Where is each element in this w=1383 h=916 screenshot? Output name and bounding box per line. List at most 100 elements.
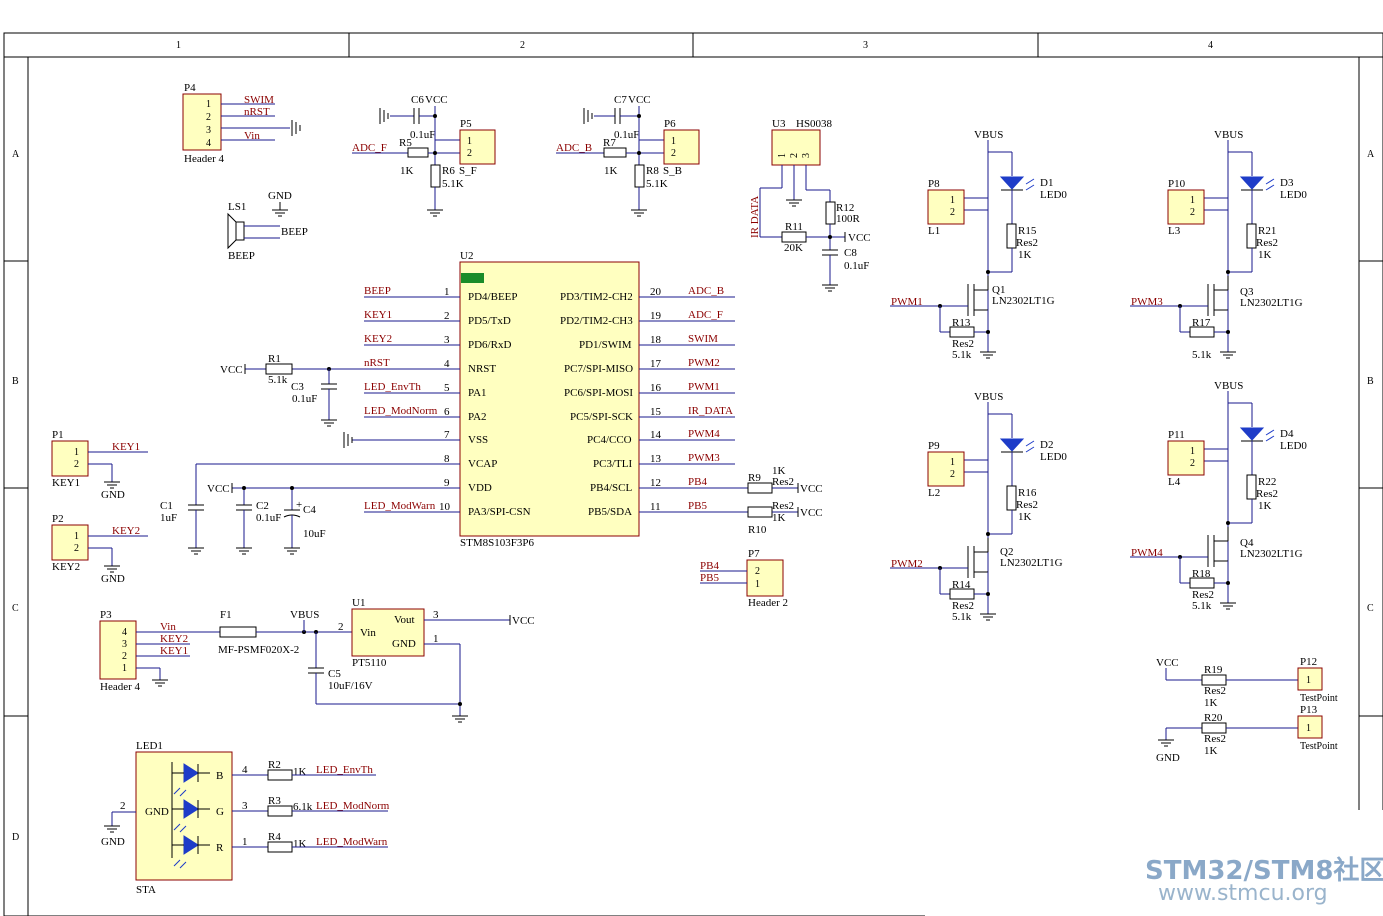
svg-text:2: 2: [74, 543, 79, 554]
test-points: VCC R19 Res2 1K P12 1 TestPoint GND R20 …: [1156, 656, 1338, 764]
svg-text:5.1k: 5.1k: [1192, 600, 1212, 612]
adc-b-input: C7 VCC 0.1uF ADC_B R7 1K R8 5.1K P6 1 2 …: [556, 94, 700, 217]
svg-text:Header 4: Header 4: [184, 153, 225, 165]
svg-text:KEY2: KEY2: [160, 633, 188, 645]
svg-text:4: 4: [206, 138, 211, 149]
svg-text:PB4: PB4: [688, 476, 707, 488]
svg-text:12: 12: [650, 477, 661, 489]
svg-text:D4: D4: [1280, 428, 1294, 440]
svg-text:KEY1: KEY1: [160, 645, 188, 657]
svg-text:LED_ModNorm: LED_ModNorm: [316, 800, 390, 812]
svg-text:Header 4: Header 4: [100, 681, 141, 693]
svg-text:Res2: Res2: [1192, 589, 1214, 601]
svg-text:KEY2: KEY2: [364, 333, 392, 345]
svg-text:PD3/TIM2-CH2: PD3/TIM2-CH2: [560, 291, 633, 303]
svg-text:PB4: PB4: [700, 560, 719, 572]
svg-text:8: 8: [444, 453, 450, 465]
svg-text:D3: D3: [1280, 177, 1294, 189]
svg-text:2: 2: [671, 148, 676, 159]
svg-text:PB5/SDA: PB5/SDA: [588, 506, 632, 518]
svg-text:GND: GND: [101, 836, 125, 848]
svg-text:BEEP: BEEP: [281, 226, 308, 238]
svg-text:6.1k: 6.1k: [293, 801, 313, 813]
svg-text:R9: R9: [748, 472, 761, 484]
svg-text:GND: GND: [268, 190, 292, 202]
svg-text:C4: C4: [303, 504, 316, 516]
svg-text:Res2: Res2: [1256, 488, 1278, 500]
svg-text:20K: 20K: [784, 242, 803, 254]
svg-text:Res2: Res2: [952, 338, 974, 350]
svg-text:R17: R17: [1192, 317, 1211, 329]
svg-text:2: 2: [755, 566, 760, 577]
svg-text:BEEP: BEEP: [364, 285, 391, 297]
svg-text:C3: C3: [291, 381, 304, 393]
svg-text:P7: P7: [748, 548, 760, 560]
svg-text:1: 1: [242, 836, 248, 848]
svg-text:LS1: LS1: [228, 201, 246, 213]
svg-text:VBUS: VBUS: [1214, 129, 1243, 141]
svg-text:PWM1: PWM1: [891, 296, 923, 308]
svg-text:0.1uF: 0.1uF: [292, 393, 317, 405]
svg-text:2: 2: [1190, 207, 1195, 218]
svg-text:TestPoint: TestPoint: [1300, 693, 1338, 704]
svg-text:nRST: nRST: [244, 106, 270, 118]
led1-rgb: LED1 STA GND B G R 2 GND 4 3 1 R2 R3 R4 …: [101, 740, 390, 896]
svg-text:PB4/SCL: PB4/SCL: [590, 482, 632, 494]
svg-text:VCC: VCC: [512, 615, 535, 627]
svg-text:LED_ModNorm: LED_ModNorm: [364, 405, 438, 417]
svg-text:P8: P8: [928, 178, 940, 190]
svg-text:1: 1: [1190, 195, 1195, 206]
svg-text:PA2: PA2: [468, 411, 487, 423]
svg-text:LED_ModWarn: LED_ModWarn: [364, 500, 436, 512]
svg-text:MF-PSMF020X-2: MF-PSMF020X-2: [218, 644, 299, 656]
svg-text:R14: R14: [952, 579, 971, 591]
svg-text:B: B: [1367, 376, 1374, 387]
svg-text:1: 1: [671, 136, 676, 147]
svg-text:3: 3: [122, 639, 127, 650]
svg-text:Vout: Vout: [394, 614, 415, 626]
svg-text:B: B: [216, 770, 223, 782]
svg-text:KEY1: KEY1: [112, 441, 140, 453]
row-a: A: [12, 149, 20, 160]
svg-text:100R: 100R: [836, 213, 861, 225]
svg-text:1: 1: [74, 531, 79, 542]
channel-2: VBUS D2 LED0 R16 Res2 1K P9 1 2 L2 Q2 LN…: [890, 391, 1067, 623]
svg-text:PC7/SPI-MISO: PC7/SPI-MISO: [564, 363, 633, 375]
svg-text:1: 1: [755, 579, 760, 590]
svg-text:U2: U2: [460, 250, 473, 262]
svg-text:ADC_B: ADC_B: [688, 285, 724, 297]
svg-text:Q2: Q2: [1000, 546, 1013, 558]
svg-text:PWM1: PWM1: [688, 381, 720, 393]
svg-text:VCC: VCC: [800, 483, 823, 495]
svg-text:1: 1: [1306, 723, 1311, 734]
svg-text:1K: 1K: [1204, 697, 1218, 709]
svg-text:LN2302LT1G: LN2302LT1G: [1000, 557, 1063, 569]
svg-text:1K: 1K: [293, 766, 307, 778]
svg-text:P5: P5: [460, 118, 472, 130]
svg-text:C6: C6: [411, 94, 424, 106]
p1-key1: P1 1 2 KEY1 KEY1 GND: [51, 429, 148, 501]
svg-text:C: C: [1367, 603, 1374, 614]
col-4: 4: [1208, 40, 1213, 51]
svg-text:18: 18: [650, 334, 662, 346]
svg-text:1K: 1K: [400, 165, 414, 177]
svg-text:Res2: Res2: [1204, 685, 1226, 697]
svg-text:LED0: LED0: [1280, 440, 1307, 452]
svg-text:LED_ModWarn: LED_ModWarn: [316, 836, 388, 848]
svg-text:STM8S103F3P6: STM8S103F3P6: [460, 537, 534, 549]
svg-text:Res2: Res2: [1016, 499, 1038, 511]
svg-text:R19: R19: [1204, 664, 1223, 676]
svg-text:P11: P11: [1168, 429, 1185, 441]
svg-text:1K: 1K: [293, 838, 307, 850]
p2-key2: P2 1 2 KEY2 KEY2 GND: [51, 513, 148, 585]
col-2: 2: [520, 40, 525, 51]
svg-text:PC5/SPI-SCK: PC5/SPI-SCK: [570, 411, 633, 423]
svg-text:R: R: [216, 842, 224, 854]
svg-text:STA: STA: [136, 884, 156, 896]
svg-text:1: 1: [444, 286, 450, 298]
svg-text:Header 2: Header 2: [748, 597, 788, 609]
svg-text:R11: R11: [785, 221, 803, 233]
svg-text:ADC_F: ADC_F: [688, 309, 723, 321]
svg-text:P4: P4: [184, 82, 196, 94]
svg-text:LN2302LT1G: LN2302LT1G: [1240, 548, 1303, 560]
